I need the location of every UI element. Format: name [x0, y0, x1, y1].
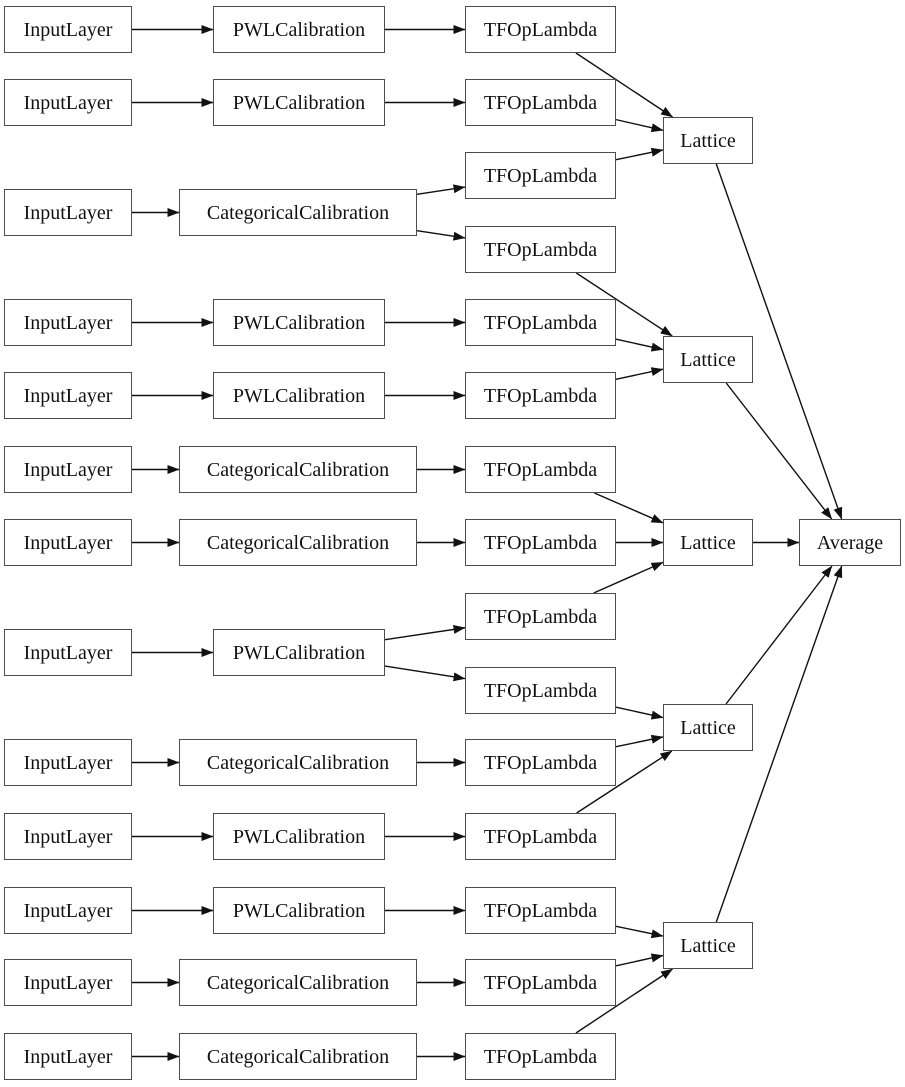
node-inputlayer: InputLayer: [4, 1033, 132, 1080]
node-tfoplambda: TFOpLambda: [465, 959, 616, 1006]
edge: [615, 147, 664, 161]
edge: [593, 561, 664, 594]
edge: [575, 272, 673, 337]
edge: [615, 706, 664, 720]
node-inputlayer: InputLayer: [4, 189, 132, 236]
node-inputlayer: InputLayer: [4, 887, 132, 934]
edge: [725, 382, 833, 520]
edge: [715, 565, 843, 923]
node-pwlcalibration: PWLCalibration: [213, 6, 385, 53]
edge: [416, 229, 466, 241]
node-pwlcalibration: PWLCalibration: [213, 813, 385, 860]
node-categoricalcalibration: CategoricalCalibration: [179, 959, 417, 1006]
edge: [576, 750, 673, 814]
node-tfoplambda: TFOpLambda: [465, 372, 616, 419]
edge: [725, 565, 833, 705]
node-tfoplambda: TFOpLambda: [465, 813, 616, 860]
edge: [416, 184, 466, 196]
node-inputlayer: InputLayer: [4, 629, 132, 676]
edge: [575, 52, 673, 118]
node-tfoplambda: TFOpLambda: [465, 226, 616, 273]
node-inputlayer: InputLayer: [4, 79, 132, 126]
node-categoricalcalibration: CategoricalCalibration: [179, 189, 417, 236]
node-tfoplambda: TFOpLambda: [465, 519, 616, 566]
node-inputlayer: InputLayer: [4, 519, 132, 566]
edge: [575, 968, 673, 1034]
node-tfoplambda: TFOpLambda: [465, 1033, 616, 1080]
node-inputlayer: InputLayer: [4, 739, 132, 786]
node-tfoplambda: TFOpLambda: [465, 667, 616, 714]
edge: [715, 163, 843, 520]
node-pwlcalibration: PWLCalibration: [213, 629, 385, 676]
node-categoricalcalibration: CategoricalCalibration: [179, 739, 417, 786]
node-tfoplambda: TFOpLambda: [465, 593, 616, 640]
edge: [615, 925, 664, 939]
node-lattice: Lattice: [663, 519, 753, 566]
edge: [615, 953, 664, 967]
edge: [384, 624, 466, 641]
node-tfoplambda: TFOpLambda: [465, 152, 616, 199]
edge: [615, 118, 664, 133]
node-categoricalcalibration: CategoricalCalibration: [179, 446, 417, 493]
node-pwlcalibration: PWLCalibration: [213, 299, 385, 346]
edge: [594, 492, 664, 524]
node-tfoplambda: TFOpLambda: [465, 79, 616, 126]
node-pwlcalibration: PWLCalibration: [213, 887, 385, 934]
node-pwlcalibration: PWLCalibration: [213, 372, 385, 419]
node-tfoplambda: TFOpLambda: [465, 446, 616, 493]
node-tfoplambda: TFOpLambda: [465, 887, 616, 934]
node-inputlayer: InputLayer: [4, 299, 132, 346]
node-inputlayer: InputLayer: [4, 446, 132, 493]
edge: [615, 734, 664, 748]
edge: [384, 665, 466, 682]
node-inputlayer: InputLayer: [4, 813, 132, 860]
node-pwlcalibration: PWLCalibration: [213, 79, 385, 126]
node-tfoplambda: TFOpLambda: [465, 6, 616, 53]
node-tfoplambda: TFOpLambda: [465, 739, 616, 786]
node-categoricalcalibration: CategoricalCalibration: [179, 519, 417, 566]
node-lattice: Lattice: [663, 704, 753, 751]
node-lattice: Lattice: [663, 336, 753, 383]
node-inputlayer: InputLayer: [4, 6, 132, 53]
node-average: Average: [799, 519, 901, 566]
edge: [615, 367, 664, 380]
node-lattice: Lattice: [663, 922, 753, 969]
node-lattice: Lattice: [663, 117, 753, 164]
node-categoricalcalibration: CategoricalCalibration: [179, 1033, 417, 1080]
edge: [615, 338, 664, 352]
node-inputlayer: InputLayer: [4, 372, 132, 419]
node-inputlayer: InputLayer: [4, 959, 132, 1006]
node-tfoplambda: TFOpLambda: [465, 299, 616, 346]
